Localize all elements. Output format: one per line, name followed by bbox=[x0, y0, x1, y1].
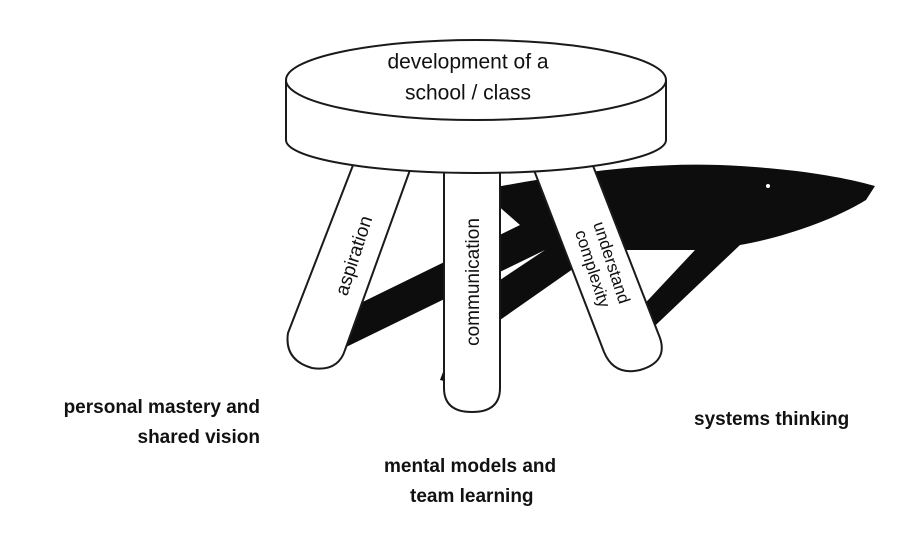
leg-middle-label: communication bbox=[463, 218, 484, 346]
shadow-speck bbox=[766, 184, 770, 188]
caption-mental-models: mental models and team learning bbox=[384, 452, 556, 512]
seat-label-line2: school / class bbox=[405, 82, 531, 105]
stool-seat: development of a school / class bbox=[285, 39, 667, 174]
caption-left-line1: personal mastery and bbox=[63, 397, 260, 418]
seat-label-line1: development of a bbox=[387, 51, 548, 74]
leg-left: aspiration bbox=[286, 158, 412, 370]
caption-middle-line1: mental models and bbox=[384, 456, 557, 477]
caption-personal-mastery: personal mastery and shared vision bbox=[64, 393, 260, 453]
caption-systems-thinking: systems thinking bbox=[694, 409, 850, 430]
leg-middle: communication bbox=[443, 167, 501, 414]
caption-left-line2: shared vision bbox=[137, 427, 261, 448]
caption-middle-line2: team learning bbox=[410, 486, 534, 507]
